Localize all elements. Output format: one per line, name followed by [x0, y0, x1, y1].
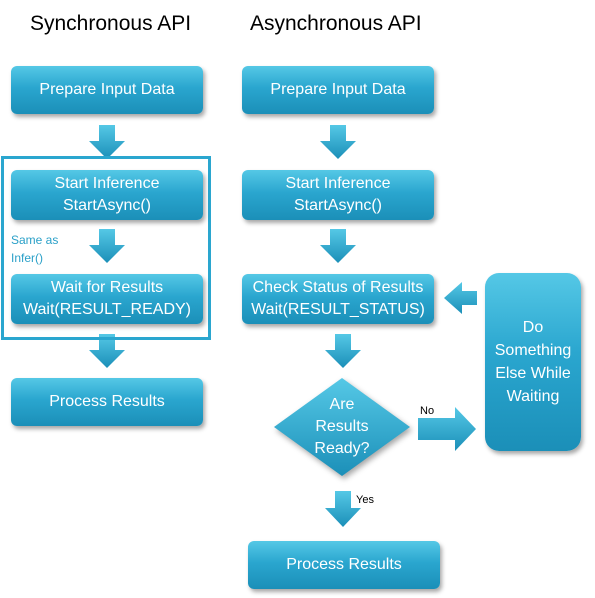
other-line1: Do	[522, 319, 544, 336]
async-arrow-1	[320, 125, 356, 159]
async-check-call: Wait(RESULT_STATUS)	[251, 301, 425, 318]
sync-arrow-3	[89, 334, 125, 368]
async-arrow-2	[320, 229, 356, 263]
sync-note: Same as Infer()	[11, 231, 58, 267]
sync-start-box: Start Inference StartAsync()	[11, 170, 203, 220]
sync-note-line1: Same as	[11, 233, 59, 247]
async-start-call: StartAsync()	[293, 197, 382, 214]
async-check-label: Check Status of Results	[252, 279, 424, 296]
async-other-box: Do Something Else While Waiting	[485, 273, 581, 451]
async-check-box: Check Status of Results Wait(RESULT_STAT…	[242, 274, 434, 324]
sync-process-box: Process Results	[11, 378, 203, 426]
async-prepare-box: Prepare Input Data	[242, 66, 434, 114]
sync-arrow-1	[89, 125, 125, 159]
no-arrow	[418, 407, 476, 451]
async-prepare-label: Prepare Input Data	[270, 81, 406, 98]
sync-start-label: Start Inference	[54, 175, 160, 192]
async-title: Asynchronous API	[250, 12, 422, 35]
other-line4: Waiting	[506, 388, 560, 405]
async-arrow-3	[325, 334, 361, 368]
yes-label: Yes	[356, 494, 374, 506]
decision-line3: Ready?	[314, 440, 370, 457]
no-label: No	[420, 405, 435, 417]
sync-prepare-label: Prepare Input Data	[39, 81, 175, 98]
loop-back-arrow	[444, 282, 477, 314]
sync-arrow-2	[89, 229, 125, 263]
sync-title: Synchronous API	[30, 12, 192, 35]
other-line2: Something	[494, 342, 572, 359]
async-start-box: Start Inference StartAsync()	[242, 170, 434, 220]
decision-label: Are Results Ready?	[292, 394, 392, 460]
sync-note-line2: Infer()	[11, 251, 44, 265]
sync-infer-group	[1, 156, 211, 340]
sync-start-call: StartAsync()	[62, 197, 151, 214]
decision-line1: Are	[329, 396, 355, 413]
sync-process-label: Process Results	[49, 393, 165, 410]
async-process-box: Process Results	[248, 541, 440, 589]
async-process-label: Process Results	[286, 556, 402, 573]
sync-wait-box: Wait for Results Wait(RESULT_READY)	[11, 274, 203, 324]
decision-diamond	[274, 378, 410, 476]
async-arrow-yes	[325, 491, 361, 527]
other-line3: Else While	[495, 365, 571, 382]
sync-prepare-box: Prepare Input Data	[11, 66, 203, 114]
sync-wait-call: Wait(RESULT_READY)	[22, 301, 192, 318]
sync-wait-label: Wait for Results	[50, 279, 164, 296]
decision-line2: Results	[315, 418, 369, 435]
async-start-label: Start Inference	[285, 175, 391, 192]
